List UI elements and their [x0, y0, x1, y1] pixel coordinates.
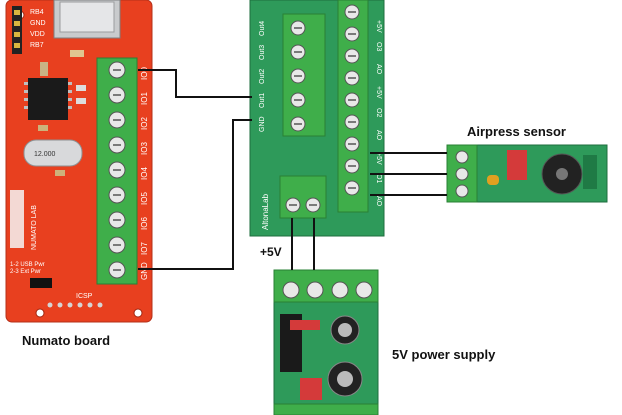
numato-io-label: IO2	[140, 117, 149, 130]
board-brand-text: NUMATO LAB	[31, 205, 38, 250]
wire-io0	[138, 69, 252, 98]
psu-bottom-terminal	[273, 403, 379, 415]
center-power-terminal	[279, 175, 327, 219]
power-supply-board	[273, 269, 379, 415]
numato-io-label: IO7	[140, 242, 149, 255]
center-left-label: Out1	[259, 93, 266, 108]
center-right-label: AO	[375, 196, 382, 207]
microcontroller-chip	[28, 78, 68, 120]
crystal-oscillator	[23, 139, 83, 167]
center-right-label: AO	[375, 130, 382, 141]
numato-io-label: IO1	[140, 92, 149, 105]
numato-io-label: IO5	[140, 192, 149, 205]
pin-label-rb4: RB4	[30, 9, 44, 16]
power-supply-caption: 5V power supply	[392, 347, 496, 362]
numato-board-caption: Numato board	[22, 333, 111, 348]
plus5v-wire-label: +5V	[260, 245, 282, 259]
numato-io-label: IO6	[140, 217, 149, 230]
numato-io-label: IO4	[140, 167, 149, 180]
wires	[138, 69, 447, 270]
center-right-label: O2	[375, 108, 382, 117]
center-right-label: O1	[375, 174, 382, 183]
wire-gnd	[138, 119, 252, 270]
icsp-text: ICSP	[76, 293, 93, 300]
numato-terminal-block	[96, 57, 138, 285]
center-left-label: Out4	[259, 21, 266, 36]
center-brand-text: AltonaLab	[261, 193, 270, 230]
usb-pwr-text: 1-2 USB Pwr	[10, 262, 45, 268]
pin-label-rb7: RB7	[30, 42, 44, 49]
numato-io-label: IO3	[140, 142, 149, 155]
center-right-label: AO	[375, 64, 382, 75]
pin-label-gnd: GND	[30, 20, 46, 27]
crystal-text: 12.000	[34, 151, 56, 158]
numato-io-label: GND	[140, 262, 149, 280]
ext-pwr-text: 2-3 Ext Pwr	[10, 269, 41, 275]
numato-board: RB4 GND VDD RB7 12.000 NUMATO LAB 1-2 US…	[5, 0, 153, 323]
airpress-sensor-caption: Airpress sensor	[467, 124, 566, 139]
center-right-label: +5V	[375, 20, 382, 33]
center-right-label: +5V	[375, 86, 382, 99]
center-left-label: Out3	[259, 45, 266, 60]
center-right-label: O3	[375, 42, 382, 51]
airpress-pin-label: OUT	[416, 170, 440, 182]
center-left-label: Out2	[259, 69, 266, 84]
power-jumper	[30, 278, 52, 288]
center-right-label: +5V	[375, 152, 382, 165]
pin-label-vdd: VDD	[30, 31, 45, 38]
center-left-label: GND	[259, 116, 266, 132]
numato-io-label: IO0	[140, 67, 149, 80]
